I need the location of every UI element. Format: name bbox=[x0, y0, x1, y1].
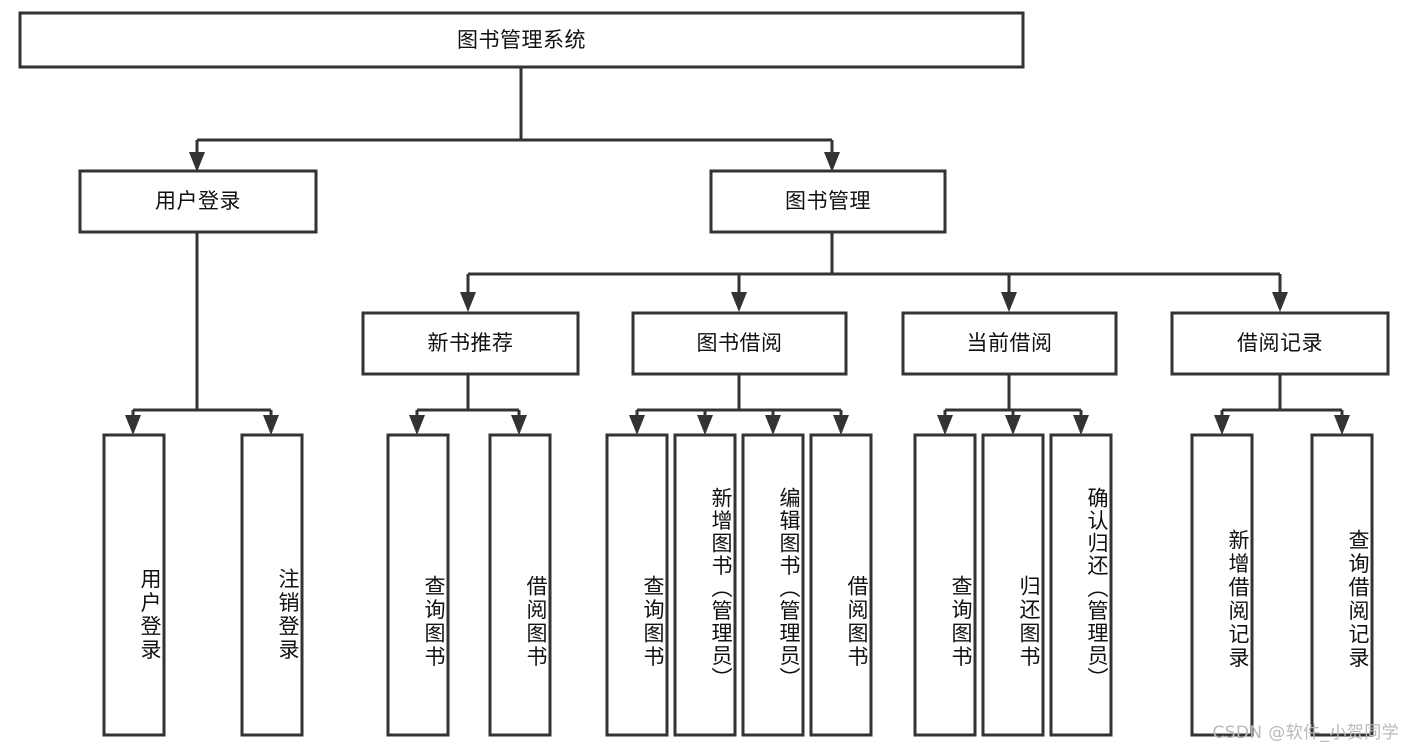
edges-root-to-level2 bbox=[189, 67, 840, 172]
arrowhead-leaf-edit-book bbox=[765, 415, 781, 435]
arrowhead-leaf-add-book bbox=[697, 415, 713, 435]
edges-user-login-to-leaves bbox=[125, 232, 279, 435]
node-box-leaf-user-logout[interactable] bbox=[240, 433, 304, 737]
node-box-leaf-borrow-book-2[interactable] bbox=[809, 433, 873, 737]
arrowhead-leaf-query-book-1 bbox=[409, 415, 425, 435]
edges-borrow-record-to-leaves bbox=[1214, 374, 1350, 435]
arrowhead-user-login bbox=[189, 152, 205, 172]
node-box-book-borrow[interactable] bbox=[631, 311, 848, 376]
arrowhead-current-borrow bbox=[1001, 292, 1017, 312]
arrowhead-leaf-add-record bbox=[1214, 415, 1230, 435]
arrowhead-leaf-query-record bbox=[1334, 415, 1350, 435]
node-box-leaf-add-book[interactable] bbox=[673, 433, 737, 737]
arrowhead-leaf-user-logout bbox=[263, 415, 279, 435]
node-box-leaf-borrow-book-1[interactable] bbox=[488, 433, 552, 737]
node-box-leaf-user-login[interactable] bbox=[102, 433, 166, 737]
node-box-leaf-query-book-2[interactable] bbox=[605, 433, 669, 737]
edges-book-borrow-to-leaves bbox=[629, 374, 849, 435]
arrowhead-leaf-borrow-book-2 bbox=[833, 415, 849, 435]
arrowhead-leaf-borrow-book-1 bbox=[511, 415, 527, 435]
node-box-user-login[interactable] bbox=[78, 169, 318, 234]
node-box-leaf-return-book[interactable] bbox=[981, 433, 1045, 737]
edges-book-manage-to-level3 bbox=[460, 232, 1288, 312]
node-box-book-manage[interactable] bbox=[709, 169, 947, 234]
arrowhead-leaf-user-login bbox=[125, 415, 141, 435]
node-box-leaf-query-record[interactable] bbox=[1310, 433, 1374, 737]
edges-new-book-recommend-to-leaves bbox=[409, 374, 527, 435]
arrowhead-leaf-query-book-2 bbox=[629, 415, 645, 435]
arrowhead-leaf-confirm-return bbox=[1073, 415, 1089, 435]
node-box-leaf-query-book-3[interactable] bbox=[913, 433, 977, 737]
arrowhead-leaf-return-book bbox=[1005, 415, 1021, 435]
edges-current-borrow-to-leaves bbox=[937, 374, 1089, 435]
node-box-leaf-query-book-1[interactable] bbox=[386, 433, 450, 737]
arrowhead-borrow-record bbox=[1272, 292, 1288, 312]
arrowhead-new-book-recommend bbox=[460, 292, 476, 312]
node-box-borrow-record[interactable] bbox=[1170, 311, 1390, 376]
node-box-current-borrow[interactable] bbox=[901, 311, 1118, 376]
arrowhead-book-borrow bbox=[731, 292, 747, 312]
node-box-new-book-recommend[interactable] bbox=[361, 311, 580, 376]
node-box-root[interactable] bbox=[18, 11, 1025, 69]
arrowhead-leaf-query-book-3 bbox=[937, 415, 953, 435]
node-box-leaf-confirm-return[interactable] bbox=[1049, 433, 1113, 737]
node-box-leaf-add-record[interactable] bbox=[1190, 433, 1254, 737]
arrowhead-book-manage bbox=[824, 152, 840, 172]
node-box-leaf-edit-book[interactable] bbox=[741, 433, 805, 737]
